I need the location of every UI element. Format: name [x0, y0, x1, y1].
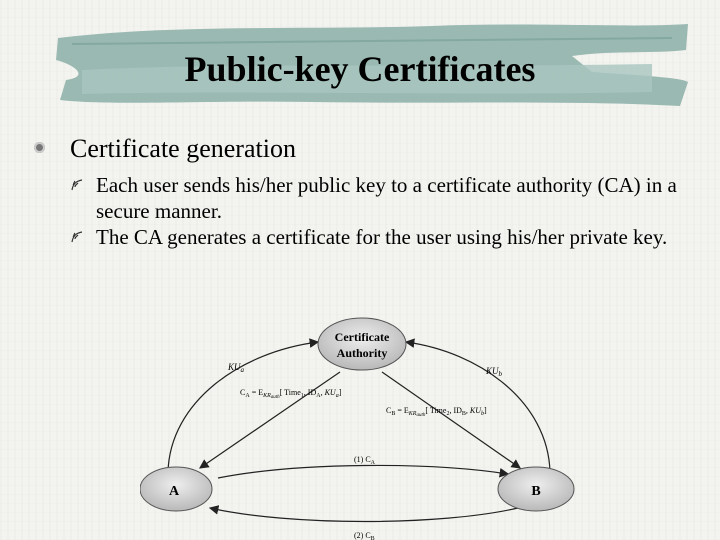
certificate-diagram: Certificate Authority A B KUa KUb CA = E… — [140, 317, 575, 540]
node-a — [140, 466, 213, 512]
ku-a-label: KUa — [227, 362, 245, 374]
bullet-label: Certificate generation — [70, 134, 296, 163]
ca-label-line2: Authority — [337, 346, 388, 360]
msg-1-label: (1) CA — [354, 455, 376, 466]
arrow-b-to-a — [208, 505, 519, 523]
sub-bullet-item: The CA generates a certificate for the u… — [70, 224, 700, 250]
sub-bullet-item: Each user sends his/her public key to a … — [70, 172, 700, 224]
sub-bullet-text: The CA generates a certificate for the u… — [96, 225, 668, 249]
arrow-a-to-ca — [167, 338, 320, 473]
leaf-bullet-icon — [71, 179, 83, 191]
arrow-ca-to-b — [381, 371, 521, 469]
page-title: Public-key Certificates — [184, 49, 536, 89]
cert-a-formula: CA = EKRauth[ Time1, IDA, KUa] — [240, 388, 342, 400]
ca-node — [317, 317, 407, 371]
ca-label-line1: Certificate — [335, 330, 390, 344]
arrow-a-to-b — [217, 464, 510, 479]
msg-2-label: (2) CB — [354, 531, 375, 540]
leaf-bullet-icon — [71, 231, 83, 243]
title-banner — [56, 24, 688, 106]
node-b — [497, 466, 575, 512]
node-b-label: B — [531, 484, 540, 499]
ku-b-label: KUb — [485, 366, 503, 378]
bullet-dot-icon — [34, 142, 45, 153]
sub-bullet-list: Each user sends his/her public key to a … — [70, 172, 700, 250]
sub-bullet-text: Each user sends his/her public key to a … — [96, 173, 677, 223]
arrow-ca-to-a — [199, 371, 341, 469]
cert-b-formula: CB = EKRauth[ Time2, IDB, KUb] — [386, 406, 487, 418]
node-a-label: A — [169, 484, 180, 499]
arrow-b-to-ca — [404, 338, 551, 473]
